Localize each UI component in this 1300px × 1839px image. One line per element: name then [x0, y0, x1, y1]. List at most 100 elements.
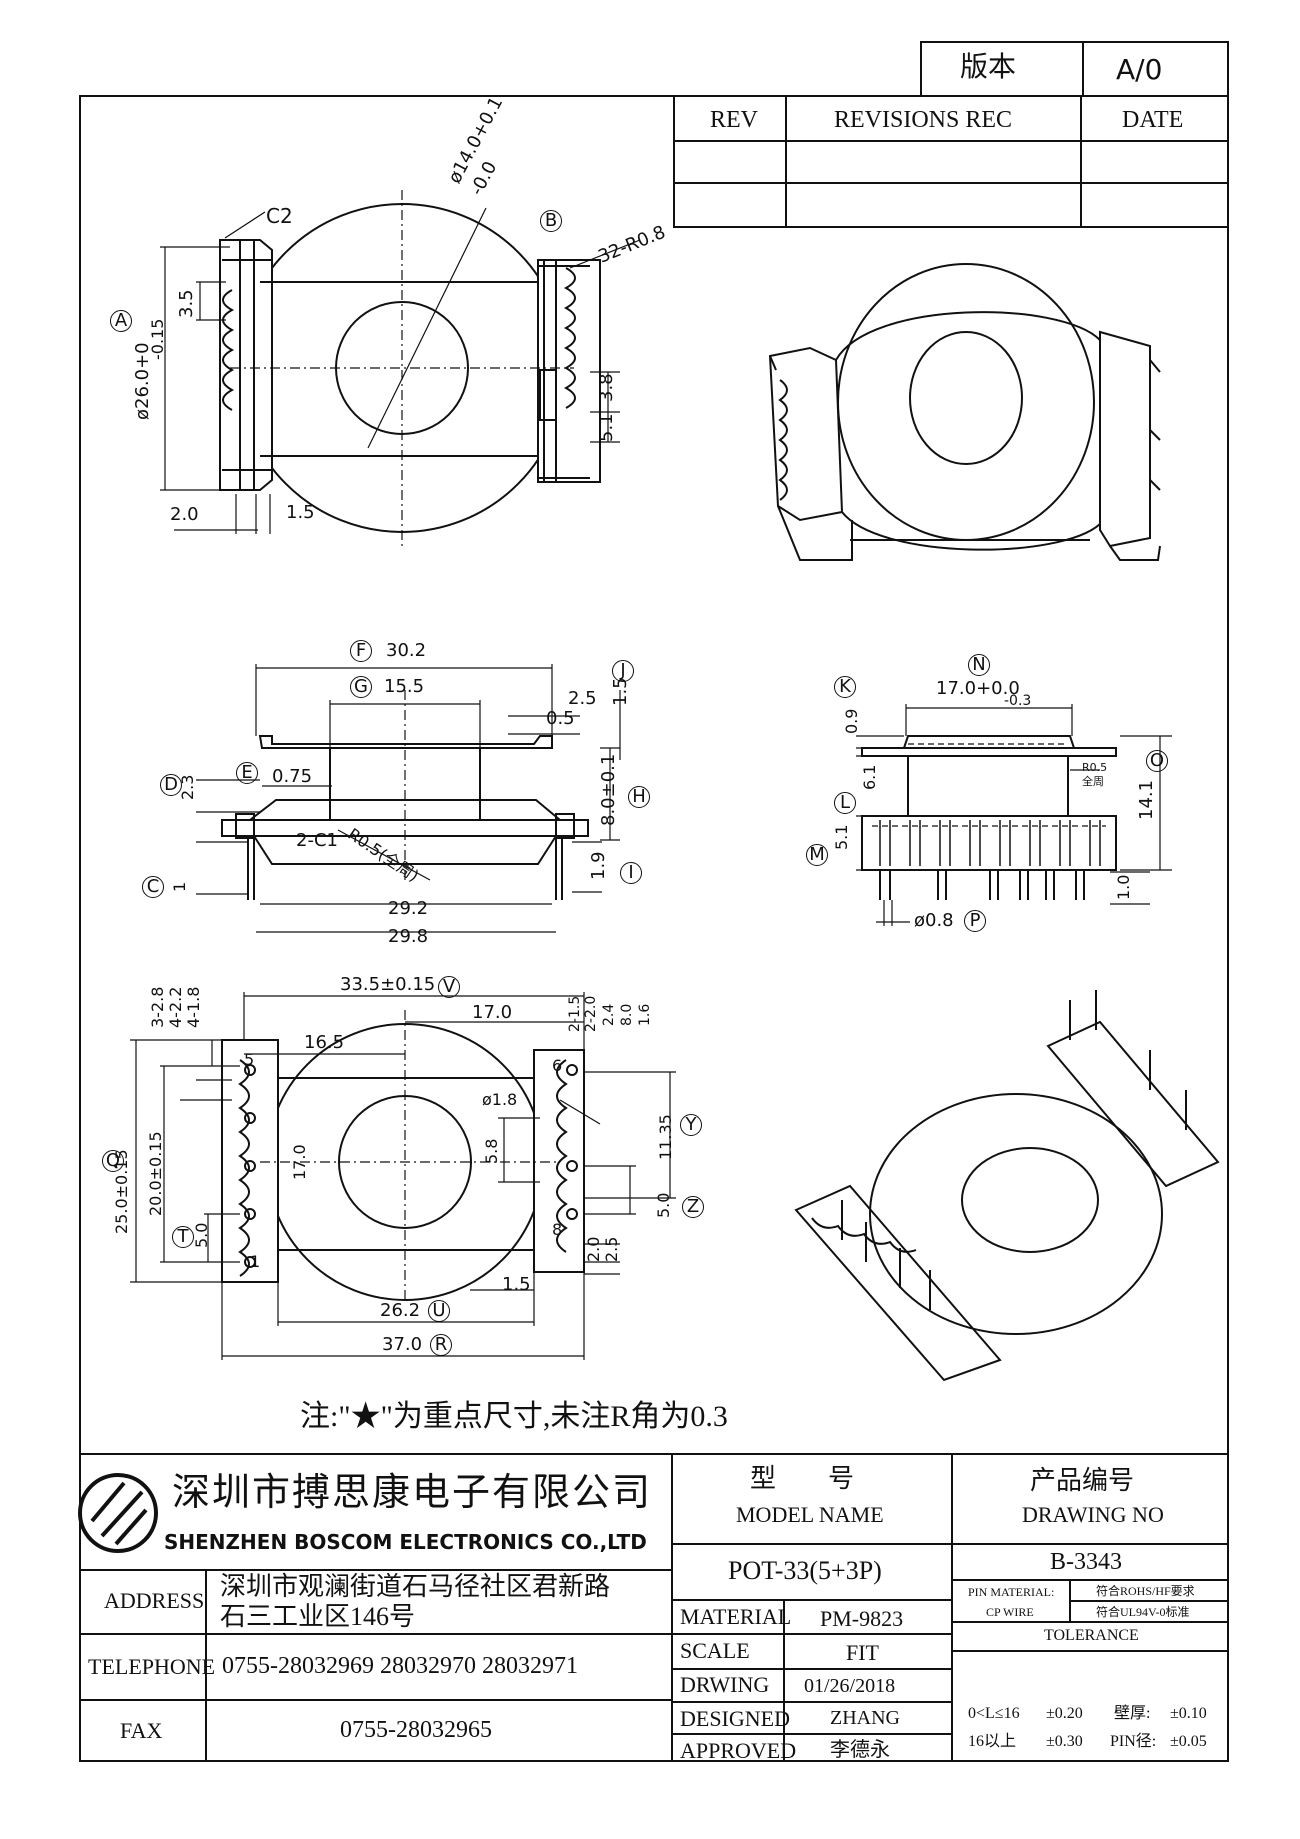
top-view-drawing — [219, 203, 601, 533]
tol1-value: ±0.20 — [1046, 1705, 1083, 1722]
d08-label: ø0.8 — [914, 910, 954, 931]
company-name-cn: 深圳市搏思康电子有限公司 — [172, 1472, 653, 1514]
d335-label: 33.5±0.15 — [340, 974, 436, 995]
d35-label: 3.5 — [176, 289, 197, 318]
r05-note: R0.5 — [1082, 761, 1108, 774]
mark-k: K — [834, 676, 856, 698]
tol1-wall-label: 壁厚: — [1114, 1705, 1151, 1722]
mark-u: U — [428, 1300, 450, 1322]
mark-z: Z — [682, 1196, 704, 1218]
d250-label: 25.0±0.15 — [112, 1149, 131, 1234]
material-value: PM-9823 — [820, 1606, 904, 1631]
tolerance-label: TOLERANCE — [1044, 1627, 1139, 1644]
drawing-no-label-cn: 产品编号 — [1030, 1466, 1135, 1495]
pin8-label: 8 — [552, 1220, 563, 1239]
d80-front-label: 8.0±0.1 — [598, 753, 619, 826]
cp-wire-label: CP WIRE — [986, 1605, 1034, 1619]
mark-j: J — [612, 660, 634, 682]
approved-value: 李德永 — [830, 1739, 890, 1761]
d09-label: 0.9 — [842, 708, 861, 734]
mark-r: R — [430, 1334, 452, 1356]
mark-g: G — [350, 676, 372, 698]
d20-label: 2.0 — [170, 504, 199, 525]
mark-q: Q — [102, 1150, 124, 1172]
telephone-label: TELEPHONE — [88, 1654, 216, 1679]
mark-h: H — [628, 786, 650, 808]
bottom-view-drawing — [221, 1023, 585, 1301]
mark-o: O — [1146, 750, 1168, 772]
d170-bottom-label: 17.0 — [472, 1002, 513, 1023]
d20-bottom-label: 2.0 — [584, 1236, 603, 1262]
mark-i: I — [620, 862, 642, 884]
mark-d: D — [160, 774, 182, 796]
d80-bottom-label: 8.0 — [619, 1003, 635, 1026]
mark-n: N — [968, 654, 990, 676]
d15-bottom-label: 1.5 — [502, 1274, 531, 1295]
d170-side-label: 17.0+0.0 — [936, 678, 1020, 699]
d4-22-label: 4-2.2 — [166, 986, 185, 1028]
designed-value: ZHANG — [830, 1707, 900, 1729]
mark-e: E — [236, 762, 258, 784]
material-label: MATERIAL — [680, 1604, 792, 1629]
model-label-cn: 型 号 — [750, 1464, 855, 1493]
mark-m: M — [806, 844, 828, 866]
pin1-label: 1 — [250, 1252, 261, 1271]
d50r-label: 5.0 — [654, 1192, 673, 1218]
fax-value: 0755-28032965 — [340, 1717, 492, 1743]
d4-18-label: 4-1.8 — [184, 986, 203, 1028]
d23-label: 2.3 — [178, 774, 197, 800]
d05-label: 0.5 — [546, 708, 575, 729]
d370-label: 37.0 — [382, 1334, 423, 1355]
revisions-header: REVISIONS REC — [834, 107, 1013, 133]
d24-label: 2.4 — [601, 1003, 617, 1026]
d2-20-label: 2-2.0 — [583, 995, 599, 1032]
d155-label: 15.5 — [384, 676, 425, 697]
tol1-wall-value: ±0.10 — [1170, 1705, 1207, 1722]
d25-bottom-label: 2.5 — [602, 1236, 621, 1262]
d15-front-label: 1.5 — [610, 677, 631, 706]
model-label-en: MODEL NAME — [736, 1502, 884, 1527]
d2-15-label: 2-1.5 — [567, 995, 583, 1032]
pin6-label: 6 — [552, 1056, 563, 1075]
isometric-view-top — [768, 263, 1161, 561]
drawing-no-label-en: DRAWING NO — [1022, 1502, 1164, 1527]
drawing-note: 注:"★"为重点尺寸,未注R角为0.3 — [300, 1400, 728, 1433]
c2-label: C2 — [266, 204, 293, 228]
d170v-label: 17.0 — [290, 1144, 309, 1180]
rev-header: REV — [710, 107, 758, 133]
mark-t: T — [172, 1226, 194, 1248]
d51-side-label: 5.1 — [832, 824, 851, 850]
d302-label: 30.2 — [386, 640, 427, 661]
d170-side-lower-label: -0.3 — [1004, 693, 1032, 709]
d1135-label: 11.35 — [656, 1114, 675, 1160]
tol1-range: 0<L≤16 — [968, 1705, 1020, 1722]
d61-label: 6.1 — [860, 764, 879, 790]
d19-label: 1.9 — [588, 851, 609, 880]
d1-label: 1 — [170, 881, 189, 892]
date-header: DATE — [1122, 107, 1184, 133]
mark-v: V — [438, 976, 460, 998]
address-label: ADDRESS — [104, 1588, 205, 1613]
boscom-logo-icon — [78, 1473, 158, 1553]
mark-l: L — [834, 792, 856, 814]
d51-label: 5.1 — [596, 413, 617, 442]
d25-front-label: 2.5 — [568, 688, 597, 709]
version-value: A/0 — [1116, 53, 1163, 86]
tol2-value: ±0.30 — [1046, 1733, 1083, 1750]
tol2-pin-value: ±0.05 — [1170, 1733, 1207, 1750]
mark-b: B — [540, 210, 562, 232]
c1-label: 2-C1 — [296, 830, 338, 851]
telephone-value: 0755-28032969 28032970 28032971 — [222, 1653, 578, 1679]
address-line2: 石三工业区146号 — [220, 1602, 416, 1631]
mark-p: P — [964, 910, 986, 932]
d15-label: 1.5 — [286, 502, 315, 523]
d292-label: 29.2 — [388, 898, 429, 919]
d298-label: 29.8 — [388, 926, 429, 947]
version-label: 版本 — [960, 52, 1017, 83]
dia26-lower-label: -0.15 — [148, 318, 167, 360]
pin-material-label: PIN MATERIAL: — [968, 1585, 1055, 1599]
d10-label: 1.0 — [1114, 874, 1133, 900]
mark-f: F — [350, 640, 372, 662]
d58-label: 5.8 — [482, 1138, 501, 1164]
